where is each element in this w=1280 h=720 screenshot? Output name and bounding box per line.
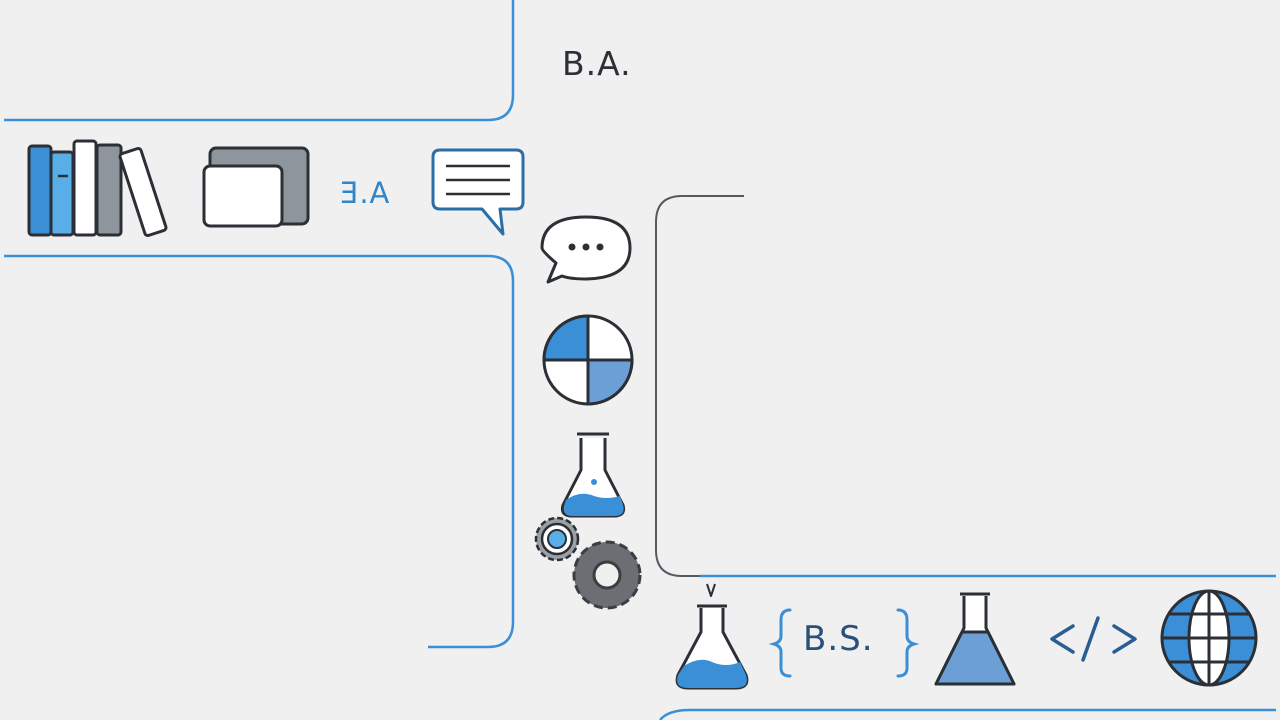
right-panel-border [655, 195, 1276, 577]
flask-icon [560, 432, 626, 518]
globe-icon [1160, 589, 1258, 687]
bs-degree-label: B.S. [803, 619, 874, 659]
gears-icon [534, 516, 642, 610]
flask-small-icon [675, 583, 749, 690]
curly-braces-icon [768, 608, 920, 678]
top-panel-border [4, 0, 515, 122]
pie-chart-icon [542, 314, 634, 406]
ba-mirrored-label: Ǝ.A [340, 176, 391, 210]
ba-degree-label: B.A. [562, 44, 632, 83]
code-icon [1050, 616, 1137, 662]
window-icon [202, 146, 310, 228]
flask-filled-icon [934, 592, 1016, 686]
bottom-panel-border [659, 708, 1276, 720]
left-panel-border [4, 254, 515, 649]
chat-bubble-icon [540, 215, 632, 284]
message-icon [431, 148, 525, 236]
books-icon [27, 139, 168, 238]
